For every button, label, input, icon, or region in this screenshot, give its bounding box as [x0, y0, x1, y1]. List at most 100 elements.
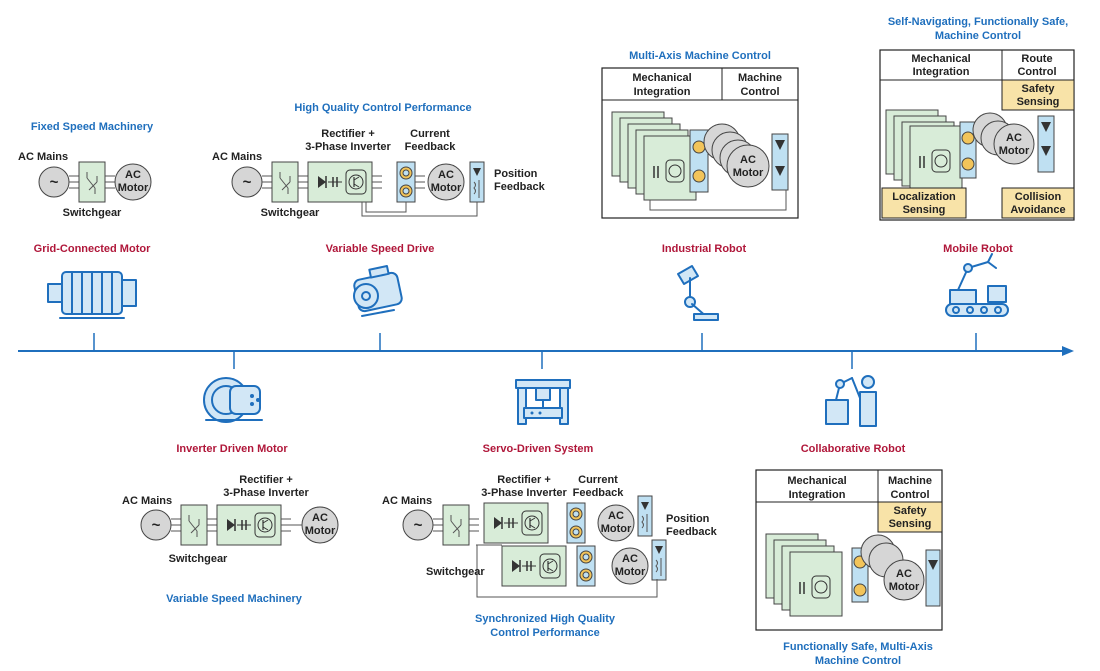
caption-synchronized: Synchronized High Quality: [475, 613, 616, 625]
fixed-speed-machinery: Fixed Speed Machinery AC Mains ~ AC Moto…: [18, 121, 154, 219]
svg-text:Integration: Integration: [634, 86, 691, 98]
current-label: Current: [578, 474, 618, 486]
svg-text:Route: Route: [1021, 53, 1052, 65]
rectifier-label: Rectifier +: [239, 474, 293, 486]
svg-text:Motor: Motor: [431, 182, 462, 194]
svg-text:Control: Control: [1017, 66, 1056, 78]
svg-text:Motor: Motor: [305, 525, 336, 537]
rectifier-label: Rectifier +: [321, 128, 375, 140]
svg-text:Sensing: Sensing: [889, 518, 932, 530]
motor-icon: [47, 271, 137, 319]
position-label: Position: [494, 168, 538, 180]
tilde-symbol: ~: [152, 517, 161, 534]
svg-text:AC: AC: [1006, 132, 1022, 144]
milestone-inverter-driven-motor: Inverter Driven Motor: [176, 443, 288, 455]
inverter-motor-icon: [203, 377, 263, 423]
rectifier-label: Rectifier +: [497, 474, 551, 486]
functionally-safe-control: Mechanical Integration Machine Control S…: [755, 469, 943, 667]
milestone-collaborative-robot: Collaborative Robot: [801, 443, 906, 455]
collaborative-robot-icon: [825, 375, 877, 427]
svg-text:Integration: Integration: [913, 66, 970, 78]
svg-text:Control: Control: [740, 86, 779, 98]
milestone-mobile-robot: Mobile Robot: [943, 243, 1013, 255]
drive-motor-icon: [353, 265, 403, 317]
svg-text:Mechanical: Mechanical: [787, 475, 846, 487]
svg-text:AC: AC: [622, 553, 638, 565]
inverter-label: 3-Phase Inverter: [223, 487, 309, 499]
position-label: Position: [666, 513, 710, 525]
mobile-robot-icon: [945, 253, 1009, 317]
caption-variable-speed-machinery: Variable Speed Machinery: [166, 593, 303, 605]
svg-text:Sensing: Sensing: [903, 204, 946, 216]
svg-text:Sensing: Sensing: [1017, 96, 1060, 108]
milestone-servo-driven-system: Servo-Driven System: [483, 443, 594, 455]
svg-text:AC: AC: [312, 512, 328, 524]
localization-sensing-box: [881, 187, 967, 219]
caption-multi-axis: Multi-Axis Machine Control: [629, 50, 771, 62]
current-label: Current: [410, 128, 450, 140]
axis-stack: AC Motor: [885, 109, 1055, 191]
svg-text:AC: AC: [740, 154, 756, 166]
caption-self-navigating-2: Machine Control: [935, 30, 1021, 42]
position-feedback-label: Feedback: [494, 181, 546, 193]
svg-text:Motor: Motor: [889, 581, 920, 593]
servo-machine-icon: [515, 379, 571, 425]
ac-mains-label: AC Mains: [18, 151, 68, 163]
svg-text:Mechanical: Mechanical: [632, 72, 691, 84]
inverter-label: 3-Phase Inverter: [305, 141, 391, 153]
safety-sensing-box: [1001, 79, 1075, 111]
svg-text:Machine: Machine: [738, 72, 782, 84]
ac-mains-label: AC Mains: [212, 151, 262, 163]
svg-text:Mechanical: Mechanical: [911, 53, 970, 65]
caption-self-navigating: Self-Navigating, Functionally Safe,: [888, 16, 1068, 28]
tilde-symbol: ~: [414, 517, 423, 534]
caption-fixed-speed: Fixed Speed Machinery: [31, 121, 154, 133]
collision-avoidance-box: [1001, 187, 1075, 219]
industrial-robot-arm-icon: [677, 265, 719, 321]
ac-mains-label: AC Mains: [382, 495, 432, 507]
svg-text:AC: AC: [608, 510, 624, 522]
milestone-industrial-robot: Industrial Robot: [662, 243, 747, 255]
svg-text:Safety: Safety: [1021, 83, 1055, 95]
svg-text:Motor: Motor: [118, 182, 149, 194]
ac-mains-label: AC Mains: [122, 495, 172, 507]
ac-motor: AC Motor: [597, 504, 635, 542]
multi-axis-machine-control: Multi-Axis Machine Control Mechanical In…: [601, 50, 799, 219]
ac-motor: AC Motor: [301, 506, 339, 544]
axis-stack: AC Motor: [611, 111, 789, 211]
svg-text:Avoidance: Avoidance: [1010, 204, 1065, 216]
svg-text:Safety: Safety: [893, 505, 927, 517]
svg-text:AC: AC: [438, 169, 454, 181]
svg-text:Machine: Machine: [888, 475, 932, 487]
caption-high-quality: High Quality Control Performance: [294, 102, 471, 114]
svg-text:AC: AC: [896, 568, 912, 580]
svg-text:Motor: Motor: [615, 566, 646, 578]
svg-text:Motor: Motor: [999, 145, 1030, 157]
switchgear-label: Switchgear: [169, 553, 228, 565]
variable-speed-machinery: Rectifier + 3-Phase Inverter AC Mains ~ …: [122, 474, 339, 605]
position-feedback-label: Feedback: [666, 526, 718, 538]
tilde-symbol: ~: [243, 174, 252, 191]
timeline-axis: [18, 333, 1074, 369]
inverter-label: 3-Phase Inverter: [481, 487, 567, 499]
caption-functionally-safe-2: Machine Control: [815, 655, 901, 667]
ac-motor: AC Motor: [611, 547, 649, 585]
tilde-symbol: ~: [50, 174, 59, 191]
feedback-label: Feedback: [405, 141, 457, 153]
ac-motor: AC Motor: [427, 163, 465, 201]
caption-synchronized-2: Control Performance: [490, 627, 599, 639]
switchgear-label: Switchgear: [426, 566, 485, 578]
feedback-label: Feedback: [573, 487, 625, 499]
axis-stack: AC Motor: [765, 533, 941, 617]
milestone-variable-speed-drive: Variable Speed Drive: [326, 243, 435, 255]
synchronized-control: Rectifier + 3-Phase Inverter Current Fee…: [382, 474, 718, 639]
ac-motor: AC Motor: [114, 163, 152, 201]
safety-sensing-box: [877, 501, 943, 533]
svg-text:Collision: Collision: [1015, 191, 1062, 203]
switchgear-label: Switchgear: [261, 207, 320, 219]
svg-text:Localization: Localization: [892, 191, 956, 203]
self-navigating-control: Self-Navigating, Functionally Safe, Mach…: [879, 16, 1075, 221]
high-quality-control: High Quality Control Performance Rectifi…: [212, 102, 546, 219]
